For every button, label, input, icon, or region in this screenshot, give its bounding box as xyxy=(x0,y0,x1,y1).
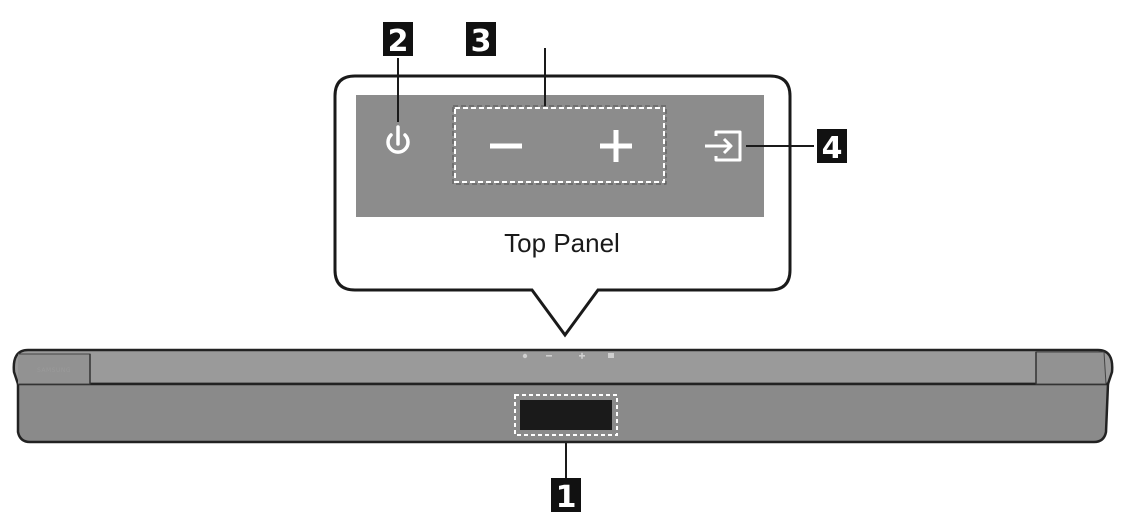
callout-1: 1 xyxy=(551,478,581,515)
svg-text:4: 4 xyxy=(822,131,843,166)
display-outline xyxy=(514,394,618,436)
volume-up-button[interactable] xyxy=(600,130,632,162)
source-button[interactable] xyxy=(705,130,742,162)
volume-button-group-outline xyxy=(454,107,665,183)
svg-text:3: 3 xyxy=(471,24,492,59)
brand-logo: SAMSUNG xyxy=(37,367,71,374)
callout-4: 4 xyxy=(817,129,847,166)
power-icon xyxy=(386,125,410,154)
top-panel xyxy=(356,95,764,217)
plus-icon xyxy=(600,130,632,162)
callout-3: 3 xyxy=(466,22,496,59)
svg-text:2: 2 xyxy=(388,24,409,59)
soundbar-top-buttons xyxy=(522,352,614,359)
callout-2: 2 xyxy=(383,22,413,59)
display-window xyxy=(520,400,612,430)
power-button[interactable] xyxy=(386,125,410,154)
soundbar: SAMSUNG xyxy=(12,348,1114,444)
source-input-icon xyxy=(705,130,742,162)
svg-text:1: 1 xyxy=(556,480,577,515)
top-panel-caption: Top Panel xyxy=(504,228,620,258)
